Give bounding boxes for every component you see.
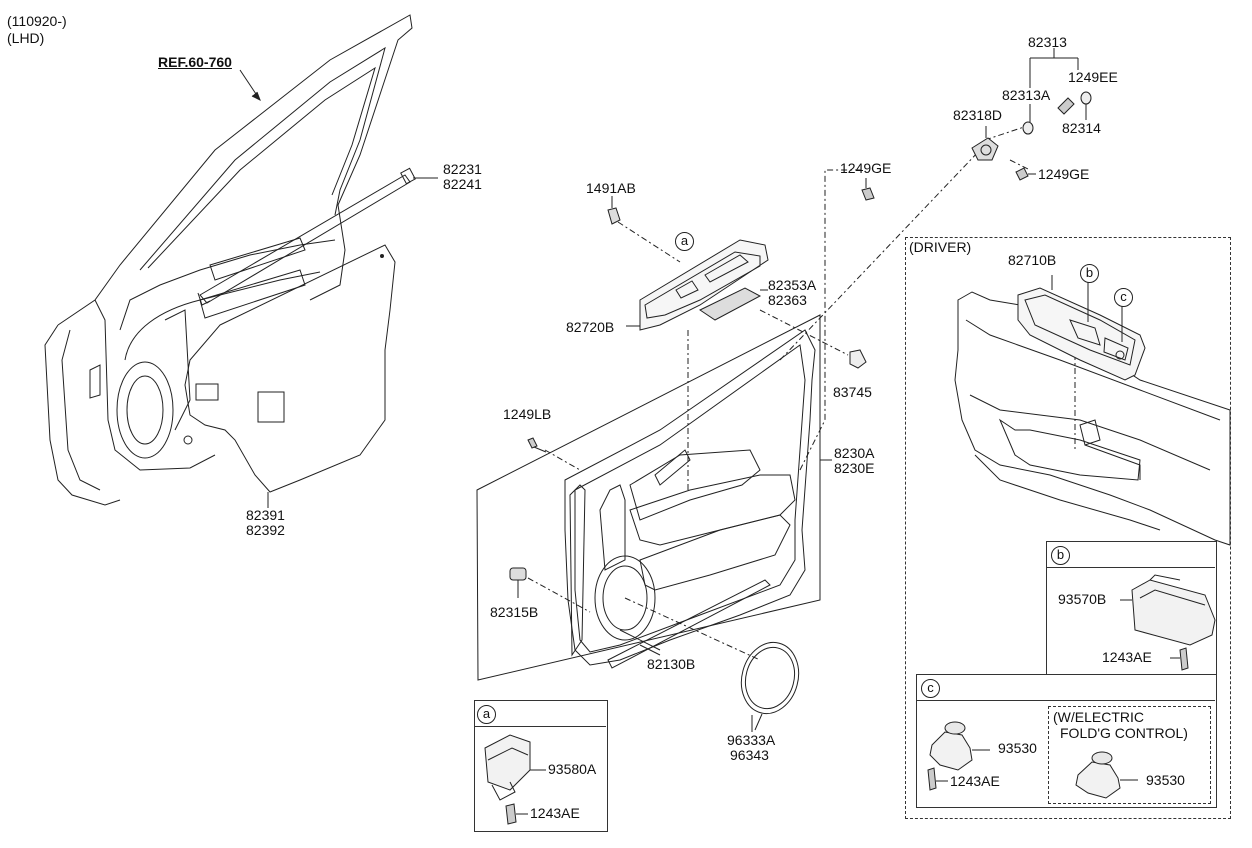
part-label-1491ab: 1491AB — [586, 180, 636, 196]
trim-leaders — [527, 449, 832, 661]
part-label-82314: 82314 — [1062, 120, 1101, 136]
part-label-96343: 96343 — [730, 747, 769, 763]
belt-molding-drawing — [197, 167, 438, 306]
callout-a-box-marker: a — [477, 705, 496, 724]
part-label-82315b: 82315B — [490, 604, 539, 620]
seal-strip — [619, 629, 661, 651]
part-label-93570b: 93570B — [1058, 591, 1107, 607]
electric-note-line1: (W/ELECTRIC — [1053, 709, 1144, 725]
screw-1249lb — [527, 437, 547, 453]
door-trim-panel-drawing — [564, 329, 816, 669]
switch-93530-a — [927, 721, 990, 791]
switch-panel-82720b — [626, 239, 769, 490]
mirror-switch-hardware — [1015, 48, 1092, 181]
part-label-82720b: 82720B — [566, 319, 615, 335]
part-label-96333a: 96333A — [727, 732, 776, 748]
clip-1491ab — [607, 196, 681, 263]
callout-b-marker: b — [1080, 264, 1099, 283]
part-label-1249ge-b: 1249GE — [1038, 166, 1090, 182]
part-label-8230e: 8230E — [834, 460, 875, 476]
part-label-82231: 82231 — [443, 161, 482, 177]
door-trim-outline — [476, 314, 821, 681]
driver-detail-box — [905, 237, 1231, 819]
callout-a-marker: a — [675, 232, 694, 251]
driver-door-drawing — [954, 291, 1231, 546]
part-label-82313: 82313 — [1028, 34, 1067, 50]
part-label-83745: 83745 — [833, 384, 872, 400]
part-label-93580a: 93580A — [548, 761, 597, 777]
switch-93530-b — [1075, 751, 1138, 799]
ref-link[interactable]: REF.60-760 — [158, 54, 232, 70]
speaker-grille — [740, 641, 800, 731]
electric-note-line2: FOLD'G CONTROL) — [1060, 725, 1188, 741]
part-label-8230a: 8230A — [834, 445, 875, 461]
cap-83745 — [849, 349, 867, 369]
detail-box-c-header — [916, 674, 1215, 701]
part-label-82313a: 82313A — [1002, 87, 1051, 103]
part-label-1243ae-a: 1243AE — [530, 805, 580, 821]
part-label-82318d: 82318D — [953, 107, 1003, 123]
part-label-1249lb: 1249LB — [503, 406, 552, 422]
part-label-1243ae-c: 1243AE — [950, 773, 1000, 789]
part-label-1249ge-a: 1249GE — [840, 160, 892, 176]
screw-1249ge-a — [861, 178, 875, 201]
callout-c-box-marker: c — [921, 679, 940, 698]
callout-c-marker: c — [1114, 288, 1133, 307]
driver-switch-82710b — [1017, 275, 1146, 381]
clip-82315b — [509, 567, 527, 598]
detail-box-c — [916, 674, 1217, 808]
part-label-82241: 82241 — [443, 176, 482, 192]
bracket-82353a — [698, 287, 768, 321]
part-label-82392: 82392 — [246, 522, 285, 538]
part-label-93530-b: 93530 — [1146, 772, 1185, 788]
detail-box-b-header — [1046, 541, 1215, 568]
switch-93580a — [484, 734, 546, 825]
mirror-switch-82318d — [971, 126, 999, 161]
part-label-82710b: 82710B — [1008, 252, 1057, 268]
part-label-82130b: 82130B — [647, 656, 696, 672]
date-code: (110920-) — [7, 13, 67, 29]
detail-box-a — [474, 700, 608, 832]
part-label-1243ae-b: 1243AE — [1102, 649, 1152, 665]
part-label-1249ee: 1249EE — [1068, 69, 1118, 85]
side-code: (LHD) — [7, 30, 45, 46]
assembly-leaders — [759, 124, 1031, 471]
sealing-sheet-drawing — [184, 244, 396, 508]
door-frame-drawing — [44, 14, 413, 506]
part-label-82363: 82363 — [768, 292, 807, 308]
part-label-82353a: 82353A — [768, 277, 817, 293]
driver-title: (DRIVER) — [909, 239, 972, 255]
detail-box-a-header — [474, 700, 606, 727]
electric-fold-box — [1048, 706, 1211, 804]
part-label-93530-a: 93530 — [998, 740, 1037, 756]
switch-93570b — [1120, 574, 1216, 671]
part-label-82391: 82391 — [246, 507, 285, 523]
callout-b-box-marker: b — [1051, 546, 1070, 565]
